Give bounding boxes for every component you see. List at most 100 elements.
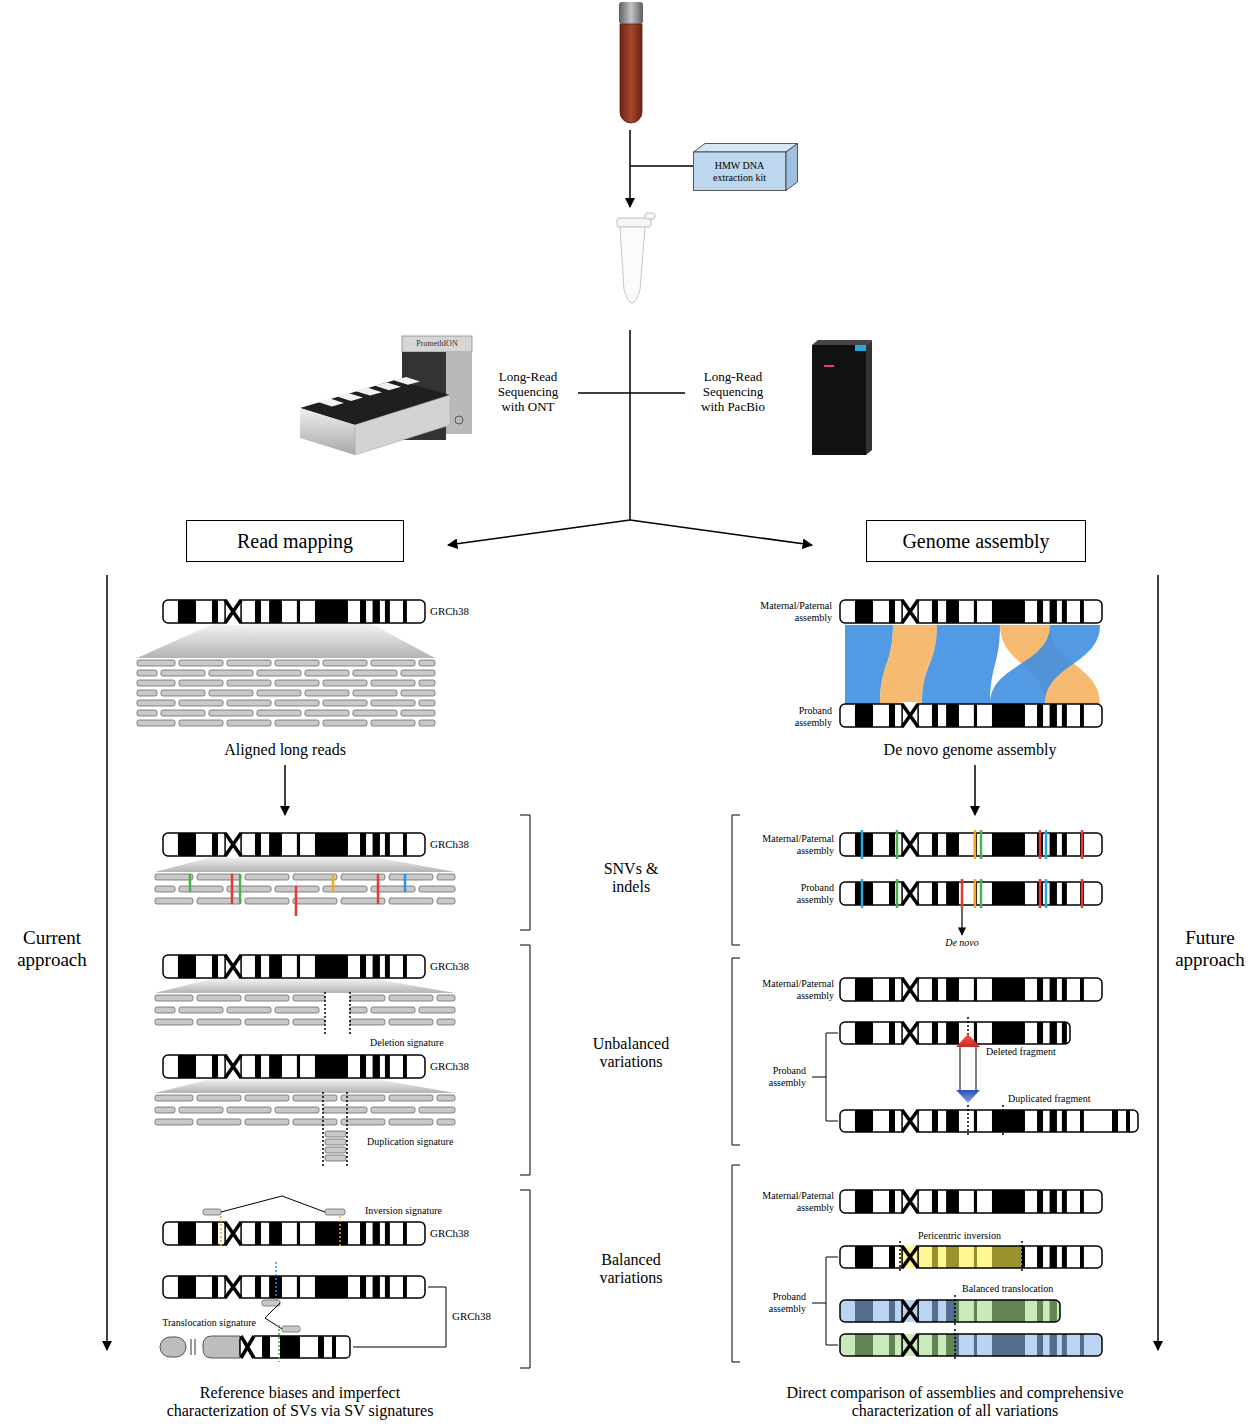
chromosome-band	[932, 704, 938, 727]
long-read	[353, 710, 397, 716]
device-accent	[855, 345, 866, 351]
centromere-gap	[226, 598, 240, 625]
variant-mark	[980, 879, 983, 908]
long-read	[155, 1007, 175, 1013]
duplication-triangle	[956, 1090, 980, 1103]
flow-arrow	[1157, 575, 1159, 1350]
centromere-gap	[902, 703, 918, 729]
chromosome-body	[840, 1022, 1070, 1044]
long-read	[350, 995, 385, 1001]
variant-mark	[189, 874, 192, 892]
chromosome-band	[1126, 1110, 1130, 1132]
long-read	[371, 680, 415, 686]
long-read	[282, 1326, 300, 1332]
category-label: Unbalanced variations	[576, 1035, 686, 1072]
signature-label: Duplication signature	[367, 1136, 453, 1148]
breakpoint-line	[899, 1241, 901, 1273]
section-bracket	[520, 1190, 530, 1368]
chromosome-band	[373, 600, 380, 623]
box-top	[694, 144, 798, 153]
centromere-edge	[225, 833, 241, 856]
flow-cell-slot	[337, 393, 363, 401]
centromere-gap	[226, 953, 240, 980]
chromosome-band	[1062, 1246, 1067, 1268]
long-read	[203, 1209, 221, 1215]
chromosome-band	[255, 833, 261, 856]
long-read	[323, 660, 367, 666]
chromosome-band	[178, 833, 196, 856]
chromosome-outline	[840, 1022, 1070, 1044]
long-read	[419, 1007, 455, 1013]
flow-line	[630, 165, 693, 167]
device-body	[812, 345, 866, 455]
chromosome-band	[255, 955, 261, 978]
chromosome-band	[932, 1110, 938, 1132]
long-read	[437, 1095, 455, 1101]
section-bracket	[732, 1165, 740, 1362]
chromosome	[840, 1105, 1138, 1137]
chromosome-outline	[840, 1334, 1102, 1356]
long-read	[137, 710, 157, 716]
chromosome-band	[1050, 1190, 1057, 1213]
chromosome-body	[840, 833, 1102, 856]
variant-mark	[332, 874, 335, 892]
chromosome-band	[385, 833, 390, 856]
chromosome-band	[1050, 1246, 1057, 1268]
chromosome-band	[373, 955, 380, 978]
chromosome-band	[1037, 1110, 1043, 1132]
assembly-label: Proband assembly	[756, 1291, 806, 1314]
chromosome-outline	[840, 833, 1102, 856]
centromere-edge	[902, 1022, 918, 1044]
chromosome-band	[297, 1222, 300, 1245]
centromere-edge	[902, 1300, 918, 1322]
long-read	[161, 670, 205, 676]
centromere	[225, 1055, 241, 1078]
long-read	[155, 874, 193, 880]
chromosome-body	[240, 1336, 350, 1358]
variant-mark	[404, 874, 407, 892]
chromosome-band	[178, 1222, 196, 1245]
chromosome-body	[840, 600, 1102, 623]
long-read	[325, 1147, 346, 1153]
chromosome-stalk	[191, 1339, 195, 1355]
long-read	[389, 1019, 433, 1025]
breakpoint-line	[220, 1216, 222, 1247]
chromosome-band	[1062, 600, 1067, 623]
long-read	[155, 886, 175, 892]
long-read	[137, 720, 175, 726]
assembly-label: Maternal/Paternal assembly	[748, 978, 834, 1001]
chromosome-band	[315, 955, 348, 978]
long-read	[353, 690, 397, 696]
chromosome-band	[297, 1276, 300, 1298]
assembly-label: Maternal/Paternal assembly	[748, 833, 834, 856]
chromosome	[163, 953, 425, 980]
chromosome-band	[855, 704, 873, 727]
flow-cell-slot	[356, 388, 382, 396]
centromere	[902, 1110, 918, 1132]
chromosome-outline	[240, 1336, 350, 1358]
signature-label: Deletion signature	[370, 1037, 444, 1049]
long-read	[137, 690, 157, 696]
long-read	[323, 680, 367, 686]
device-brand: PromethION	[416, 339, 457, 348]
long-read	[293, 995, 325, 1001]
chromosome-band	[255, 600, 261, 623]
section-bracket	[520, 815, 530, 930]
chromosome-band	[360, 1222, 366, 1245]
long-read	[275, 720, 319, 726]
tube-cap	[619, 2, 643, 24]
long-read	[323, 886, 367, 892]
centromere-gap	[902, 977, 918, 1003]
chromosome-band	[403, 955, 407, 978]
centromere-gap	[225, 1221, 241, 1247]
chromosome-band	[1062, 882, 1067, 905]
variant-mark	[1081, 830, 1084, 859]
chromosome-band	[992, 704, 1025, 727]
long-read	[197, 898, 241, 904]
breakpoint-line	[349, 992, 351, 1035]
chromosome-band	[889, 882, 895, 905]
long-read	[419, 1107, 455, 1113]
chromosome-band	[1062, 833, 1067, 856]
reference-label: GRCh38	[452, 1310, 491, 1323]
long-read	[245, 1019, 289, 1025]
